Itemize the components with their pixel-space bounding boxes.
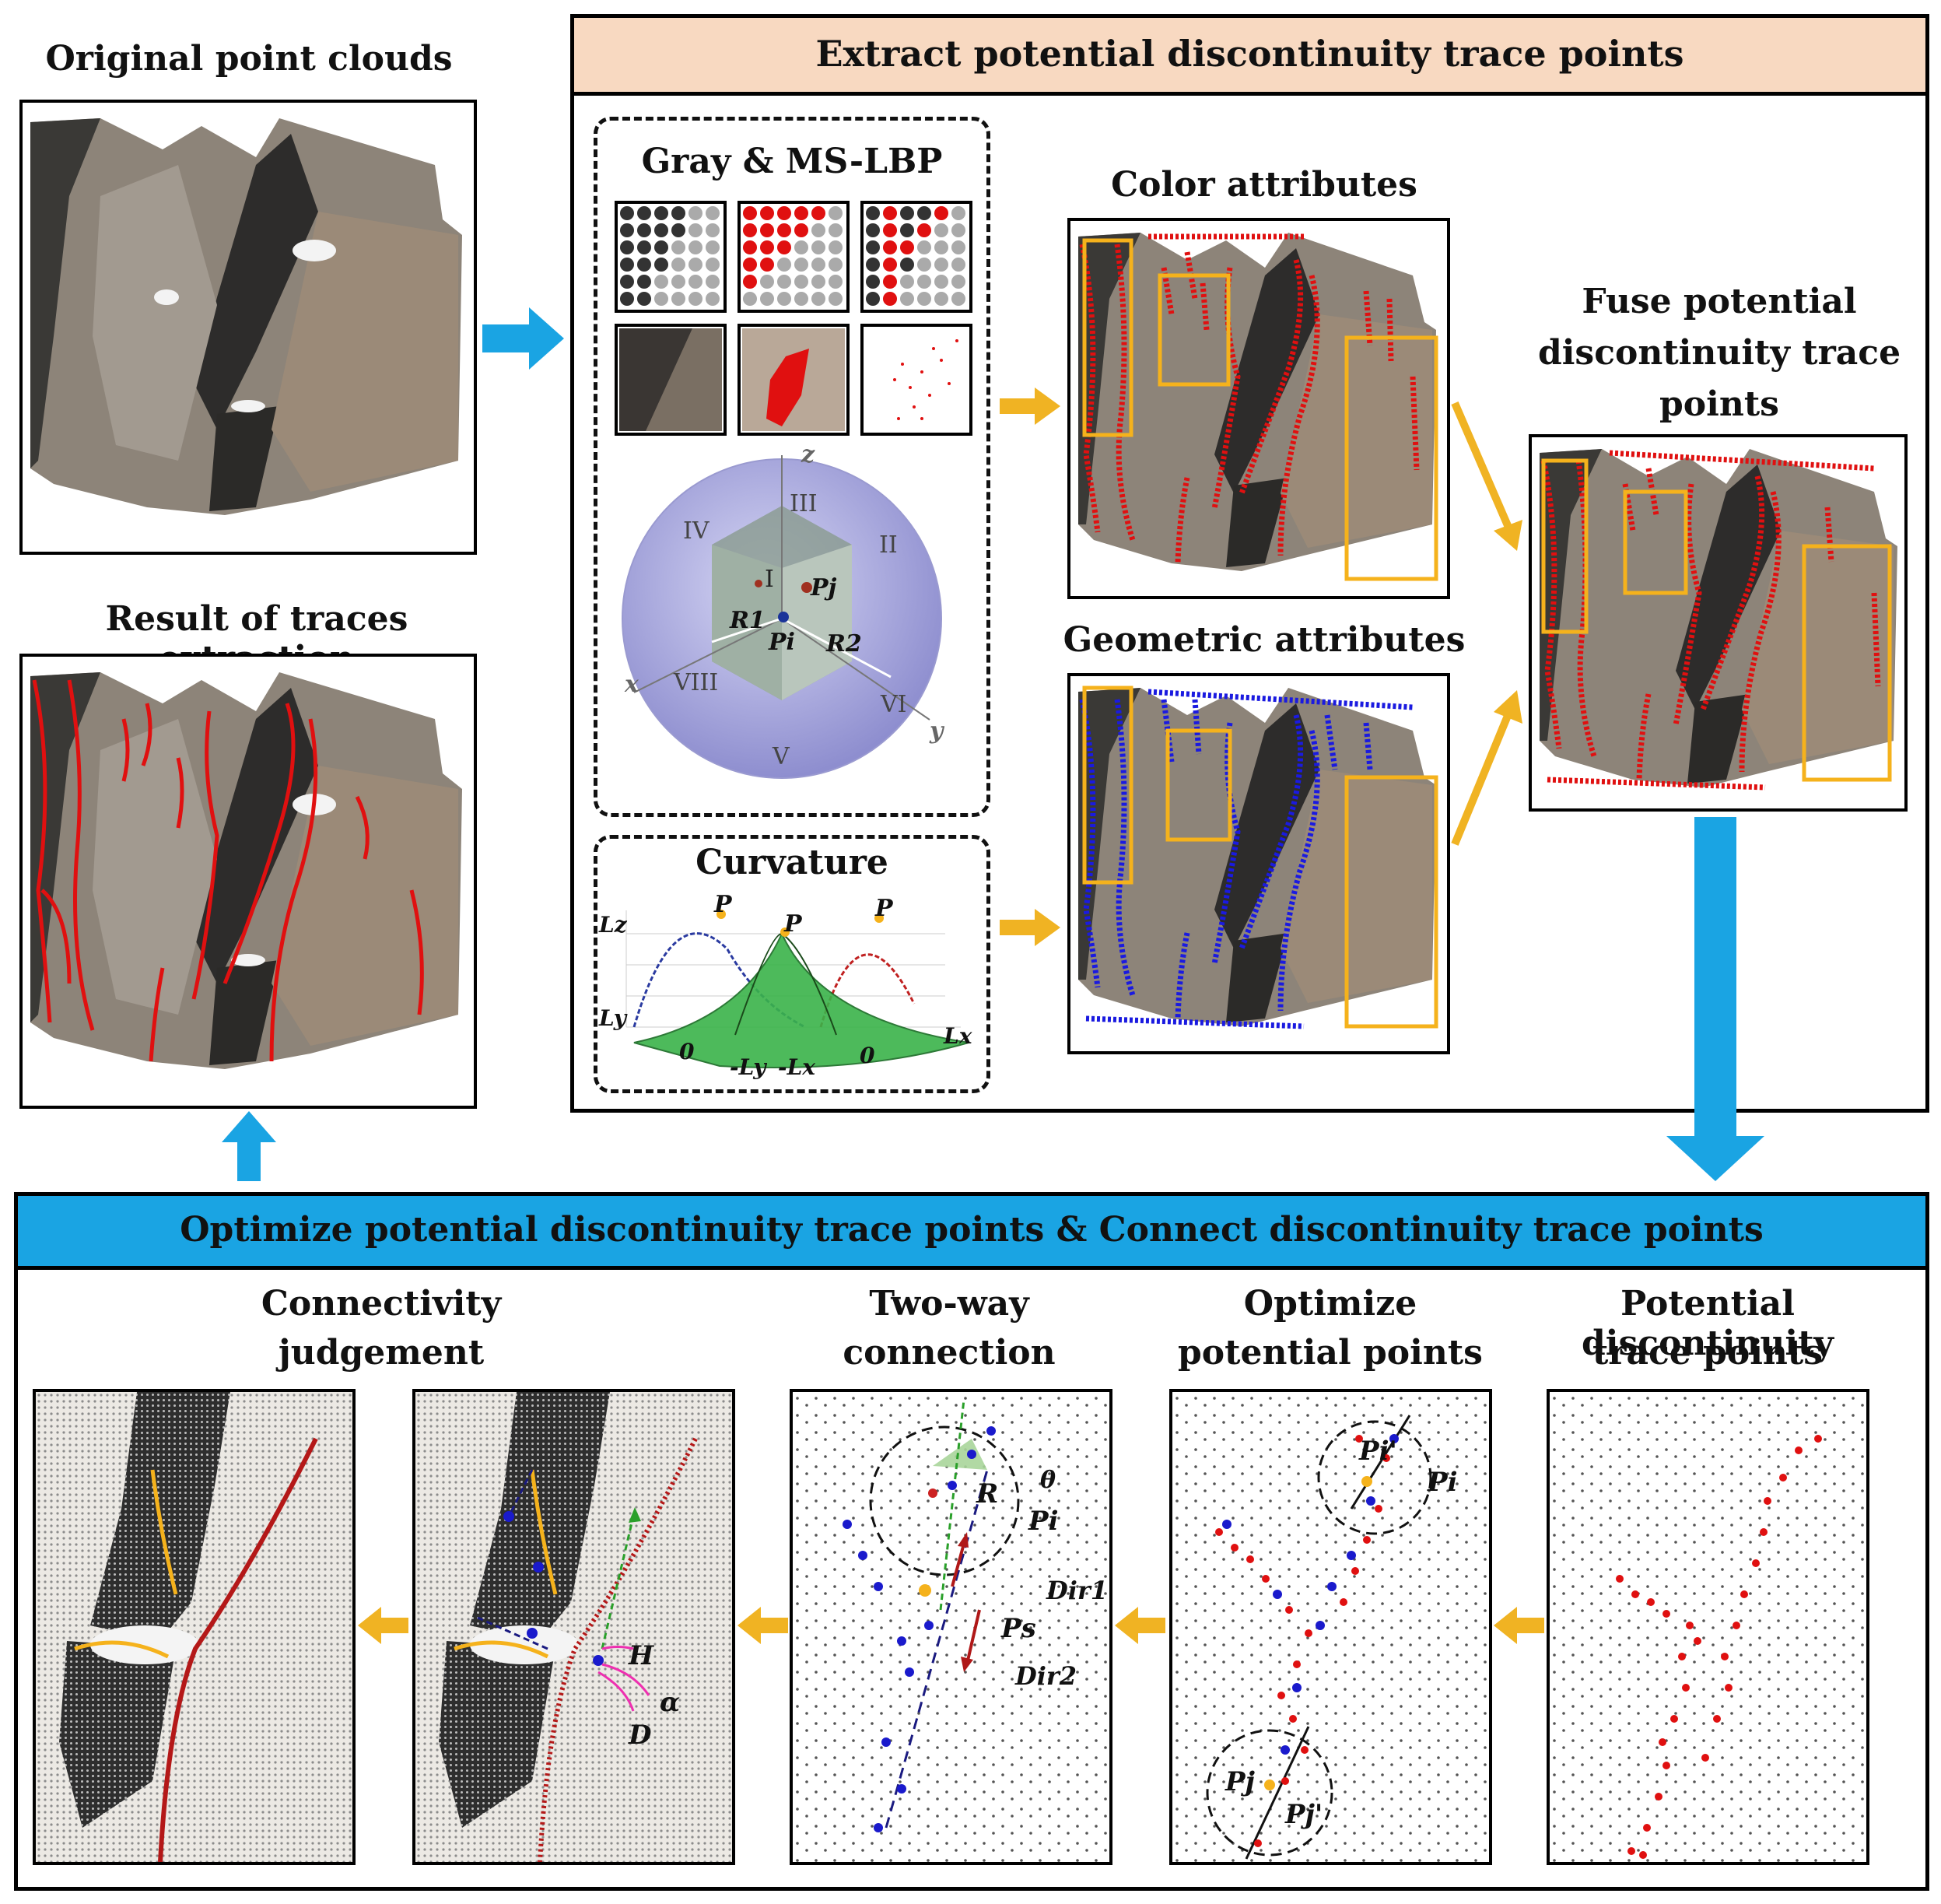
sphere-label-vi: VI: [881, 691, 907, 718]
color-attributes-title: Color attributes: [1111, 165, 1417, 205]
curvature-box: [594, 835, 990, 1093]
curv-label-lx: Lx: [944, 1023, 972, 1049]
geometric-attributes-title: Geometric attributes: [1063, 620, 1466, 660]
fuse-title-line-3: points: [1659, 384, 1779, 424]
orange-arrow-color-icon: [1000, 387, 1060, 425]
orange-arrow-left-4-icon: [1494, 1607, 1544, 1644]
curv-label-p2: P: [784, 910, 802, 938]
label-ps: Ps: [1001, 1613, 1036, 1644]
curv-label-p1: P: [714, 891, 732, 918]
curv-label-neg-lx: -Lx: [778, 1054, 816, 1080]
sphere-label-z: z: [801, 441, 815, 468]
label-theta: θ: [1040, 1467, 1056, 1494]
label-pi-prime: Pi': [1359, 1436, 1397, 1467]
label-dir1: Dir1: [1046, 1576, 1109, 1605]
optimize-title-1: Optimize: [1243, 1284, 1417, 1324]
original-point-cloud-image: [19, 100, 477, 555]
sphere-octant-diagram: [622, 455, 942, 779]
twoway-title-1: Two-way: [869, 1284, 1029, 1324]
label-dir2: Dir2: [1015, 1661, 1077, 1691]
orange-arrow-left-3-icon: [1115, 1607, 1165, 1644]
curv-label-ly: Ly: [599, 1005, 626, 1031]
lbp-grids: [615, 201, 972, 436]
curv-label-lz: Lz: [599, 912, 627, 938]
original-point-clouds-title: Original point clouds: [45, 39, 453, 79]
extract-header-title: Extract potential discontinuity trace po…: [815, 33, 1684, 75]
optimize-points-panel: [1169, 1389, 1492, 1865]
gray-mslbp-box: [594, 117, 990, 817]
label-d: D: [629, 1720, 652, 1751]
curv-label-neg-ly: -Ly: [730, 1054, 766, 1080]
twoway-title-2: connection: [843, 1333, 1056, 1373]
curvature-title: Curvature: [695, 843, 888, 882]
sphere-label-y: y: [930, 717, 944, 745]
label-r: R: [976, 1478, 999, 1510]
connectivity-title-2: judgement: [278, 1333, 485, 1373]
optimize-header-title: Optimize potential discontinuity trace p…: [180, 1210, 1764, 1250]
sphere-label-pj: Pj: [811, 574, 837, 601]
curv-label-zero-2: 0: [860, 1043, 875, 1068]
curv-label-zero-1: 0: [679, 1039, 695, 1064]
sphere-label-viii: VIII: [674, 669, 719, 696]
color-attributes-image: [1067, 218, 1450, 599]
label-alpha: α: [660, 1687, 681, 1718]
optimize-title-2: potential points: [1178, 1333, 1483, 1373]
up-arrow-icon: [222, 1111, 276, 1181]
curv-label-p3: P: [875, 895, 893, 922]
fuse-image: [1529, 434, 1908, 812]
orange-arrow-left-1-icon: [358, 1607, 408, 1644]
result-traces-image: [19, 654, 477, 1109]
connectivity-title-1: Connectivity: [261, 1284, 502, 1324]
potential-title-1: Potential discontinuity: [1581, 1284, 1834, 1363]
label-pj-prime: Pj': [1285, 1799, 1323, 1830]
sphere-label-r1: R1: [730, 607, 766, 634]
sphere-label-v: V: [773, 743, 790, 770]
label-pi-2: Pi: [1428, 1467, 1458, 1498]
label-pj: Pj: [1225, 1766, 1255, 1797]
label-pi: Pi: [1028, 1506, 1059, 1537]
sphere-label-iii: III: [790, 490, 818, 517]
fuse-title-line-1: Fuse potential: [1582, 282, 1857, 321]
sphere-label-ii: II: [879, 531, 898, 559]
orange-arrow-left-2-icon: [738, 1607, 788, 1644]
down-arrow-icon: [1666, 817, 1764, 1181]
sphere-label-iv: IV: [683, 517, 709, 545]
potential-points-panel: [1547, 1389, 1869, 1865]
extract-header: [574, 18, 1925, 96]
curvature-plot: [625, 910, 969, 1068]
sphere-label-pi: Pi: [769, 629, 795, 656]
orange-arrow-to-fuse-1-icon: [1451, 401, 1522, 551]
orange-arrow-geometric-icon: [1000, 909, 1060, 946]
geometric-attributes-image: [1067, 673, 1450, 1054]
optimize-header: [18, 1196, 1925, 1270]
label-h: H: [629, 1640, 654, 1671]
gray-mslbp-title: Gray & MS-LBP: [641, 142, 943, 181]
connectivity-judgement-panel: [412, 1389, 735, 1865]
sphere-label-r2: R2: [826, 630, 862, 657]
sphere-label-x: x: [625, 671, 639, 698]
potential-title-2: trace points: [1592, 1333, 1824, 1373]
orange-arrow-to-fuse-2-icon: [1451, 690, 1522, 846]
connectivity-result-panel: [33, 1389, 356, 1865]
sphere-label-i: I: [765, 566, 774, 593]
two-way-connection-panel: [790, 1389, 1112, 1865]
fuse-title-line-2: discontinuity trace: [1537, 333, 1901, 373]
right-arrow-icon: [482, 307, 564, 370]
